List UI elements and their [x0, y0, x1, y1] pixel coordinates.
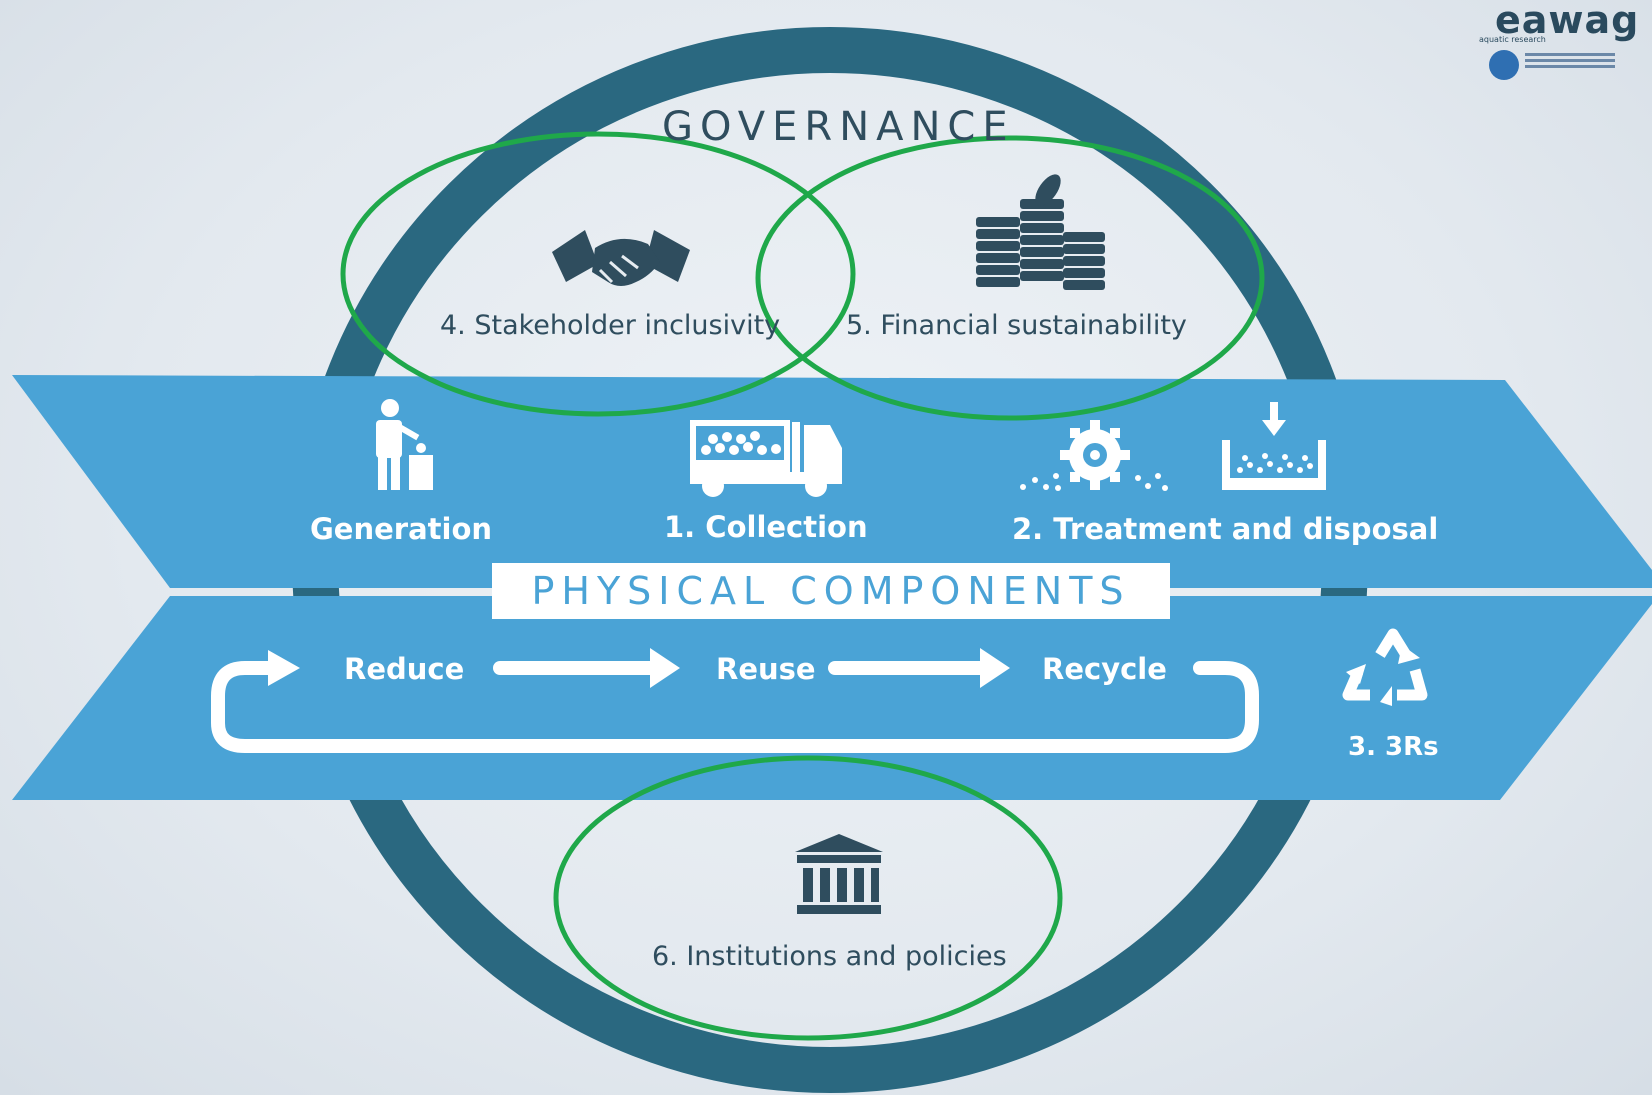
highlight-financial — [755, 135, 1265, 421]
coins-icon — [976, 174, 1105, 290]
generation-label: Generation — [310, 512, 493, 546]
who-emblem-icon — [1489, 50, 1519, 80]
eawag-logo: eawag aquatic research — [1475, 0, 1645, 84]
treatment-disposal-label: 2. Treatment and disposal — [1012, 512, 1439, 546]
reuse-label: Reuse — [716, 652, 816, 686]
who-collaborating-text — [1525, 50, 1615, 71]
eawag-logo-text: eawag — [1495, 0, 1640, 42]
handshake-icon — [552, 230, 690, 286]
collection-label: 1. Collection — [664, 510, 868, 544]
arrow-head-recycle — [980, 648, 1010, 688]
financial-sustainability-label: 5. Financial sustainability — [846, 310, 1187, 341]
truck-icon — [690, 420, 842, 497]
treatment-icon — [1020, 402, 1326, 491]
person-bin-icon — [376, 399, 433, 490]
highlight-institutions — [553, 755, 1063, 1041]
three-rs-loop — [211, 661, 1259, 753]
governance-title: GOVERNANCE — [662, 104, 1015, 150]
institution-icon — [795, 834, 883, 914]
arrow-head-reuse — [650, 648, 680, 688]
recycle-arrow-3 — [1346, 664, 1366, 684]
highlight-stakeholder — [340, 131, 856, 417]
recycle-arrow-2 — [1380, 686, 1392, 706]
three-rs-label: 3. 3Rs — [1348, 732, 1439, 762]
physical-components-title: PHYSICAL COMPONENTS — [531, 569, 1131, 613]
institutions-policies-label: 6. Institutions and policies — [652, 941, 1007, 972]
reduce-label: Reduce — [344, 652, 465, 686]
arrow-head-reduce — [268, 650, 300, 686]
stakeholder-inclusivity-label: 4. Stakeholder inclusivity — [440, 310, 781, 341]
recycle-arrow-1 — [1398, 645, 1420, 664]
physical-components-banner: PHYSICAL COMPONENTS — [492, 563, 1170, 619]
eawag-logo-subtitle: aquatic research — [1479, 35, 1546, 44]
recycle-label: Recycle — [1042, 652, 1167, 686]
